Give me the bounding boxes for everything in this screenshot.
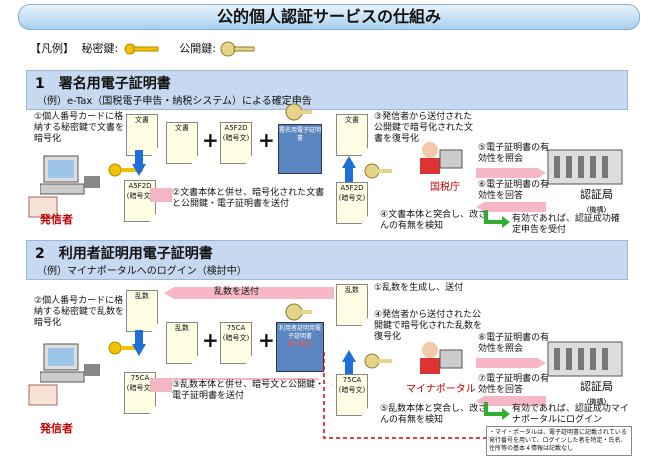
s2-receiver-icon — [420, 342, 463, 374]
s1-step6: ⑥電子証明書の有効性を回答 — [478, 180, 550, 201]
s1-step4: ④文書本体と突合し、改ざんの有無を検知 — [380, 210, 488, 231]
s2-sender: 発信者 — [40, 422, 73, 435]
s2-cert: 利用者証明用電子証明書発行番号 — [276, 322, 324, 372]
s1-doc-sender: 文書 — [126, 114, 158, 156]
legend: 【凡例】 秘密鍵: 公開鍵: — [30, 38, 259, 60]
s1-check-icon — [484, 210, 510, 228]
s2-down-arrow-icon — [132, 330, 146, 356]
section1-heading: 1 署名用電子証明書 — [35, 76, 171, 92]
s1-building-icon — [547, 149, 623, 185]
s1-doc-receiver: 文書 — [336, 114, 368, 156]
s2-enc-receiver: 75CA(暗号文) — [336, 374, 368, 416]
s1-enc: A5F2D(暗号文) — [220, 122, 252, 164]
s1-step5: ⑤電子証明書の有効性を照会 — [478, 143, 550, 164]
s2-receiver-key-icon — [364, 353, 392, 369]
s2-plus-1: + — [202, 328, 219, 352]
section1-header: 1 署名用電子証明書 （例）e-Tax（国税電子申告・納税システム）による確定申… — [26, 70, 628, 110]
legend-private-key: 秘密鍵: — [81, 42, 119, 55]
s1-up-arrow-icon — [342, 156, 356, 182]
s1-plus-2: + — [258, 128, 275, 152]
s1-enc-receiver: A5F2D(暗号文) — [336, 182, 368, 224]
s1-plus-1: + — [202, 128, 219, 152]
s1-step1: ①個人番号カードに格納する秘密鍵で文書を暗号化 — [34, 112, 125, 144]
s1-cert: 署名用電子証明書 — [278, 124, 322, 174]
s2-step1: ①乱数を生成し、送付 — [374, 283, 464, 293]
s2-step7: ⑦電子証明書の有効性を回答 — [478, 374, 550, 395]
s2-building-icon — [547, 341, 623, 377]
s2-card-icon — [28, 384, 58, 406]
s2-send-random-arrow — [164, 287, 334, 299]
s1-down-arrow-icon — [132, 150, 146, 176]
s1-step3: ③発信者から送付された公開鍵で暗号化された文書を復号化 — [374, 112, 474, 144]
s2-check-icon — [484, 402, 510, 420]
s1-receiver-icon — [420, 142, 463, 174]
s2-step4: ④発信者から送付された公開鍵で暗号化された乱数を復号化 — [374, 310, 483, 342]
section2-heading: 2 利用者証明用電子証明書 — [35, 246, 213, 262]
s2-step5: ⑤乱数本体と突合し、改ざんの有無を検知 — [380, 404, 488, 425]
s2-answer-arrow — [476, 396, 546, 406]
public-key-icon — [220, 41, 255, 57]
s2-public-key-icon — [285, 303, 312, 321]
s2-authority: 認証局(機構) — [580, 380, 613, 406]
s2-query-arrow — [476, 358, 546, 368]
s2-rand-receiver: 乱数 — [336, 284, 368, 326]
page-title: 公的個人認証サービスの仕組み — [18, 4, 640, 30]
section2-header: 2 利用者証明用電子証明書 （例）マイナポータルへのログイン（検討中） — [26, 240, 628, 280]
s2-rand: 乱数 — [166, 322, 198, 364]
s1-private-key-icon — [108, 163, 143, 177]
s2-private-key-icon — [108, 341, 143, 355]
s2-receiver: マイナポータル — [406, 384, 476, 395]
s2-send-random-label: 乱数を送付 — [214, 287, 260, 297]
s2-rand-sender: 乱数 — [126, 290, 158, 332]
s1-query-arrow — [476, 168, 546, 178]
private-key-icon — [124, 43, 159, 55]
s1-receiver: 国税庁 — [430, 182, 460, 193]
section2-example: （例）マイナポータルへのログイン（検討中） — [37, 266, 247, 277]
s2-note: ・マイ・ポータルは、電子証明書に記載されている発行番号を用いて、ログインした者を… — [486, 426, 632, 456]
s2-dashed-connector — [323, 352, 486, 439]
s1-computer-icon — [40, 155, 100, 195]
s1-doc: 文書 — [166, 122, 198, 164]
s1-sender: 発信者 — [40, 213, 73, 226]
s1-receiver-key-icon — [364, 163, 392, 179]
s2-step6: ⑥電子証明書の有効性を照会 — [478, 333, 550, 354]
legend-public-key: 公開鍵: — [179, 42, 216, 55]
s2-plus-2: + — [258, 328, 275, 352]
s2-enc: 75CA(暗号文) — [220, 322, 252, 364]
s1-public-key-icon — [285, 103, 312, 121]
s1-authority: 認証局(機構) — [580, 188, 613, 214]
s1-card-icon — [28, 196, 58, 218]
section1-example: （例）e-Tax（国税電子申告・納税システム）による確定申告 — [37, 96, 312, 107]
s1-step2: ②文書本体と併せ、暗号化された文書と公開鍵・電子証明書を送付 — [172, 188, 332, 210]
s1-answer-arrow — [476, 202, 546, 212]
s2-up-arrow-icon — [342, 350, 356, 376]
s2-result: 有効であれば、認証成功マイナポータルにログイン — [512, 404, 629, 425]
s2-step3: ③乱数本体と併せ、暗号文と公開鍵・電子証明書を送付 — [172, 380, 332, 402]
s2-computer-icon — [40, 343, 100, 383]
s1-result: 有効であれば、認証成功確定申告を受付 — [512, 214, 620, 235]
legend-label: 【凡例】 — [30, 42, 74, 55]
s2-step2: ②個人番号カードに格納する秘密鍵で乱数を暗号化 — [34, 296, 125, 328]
